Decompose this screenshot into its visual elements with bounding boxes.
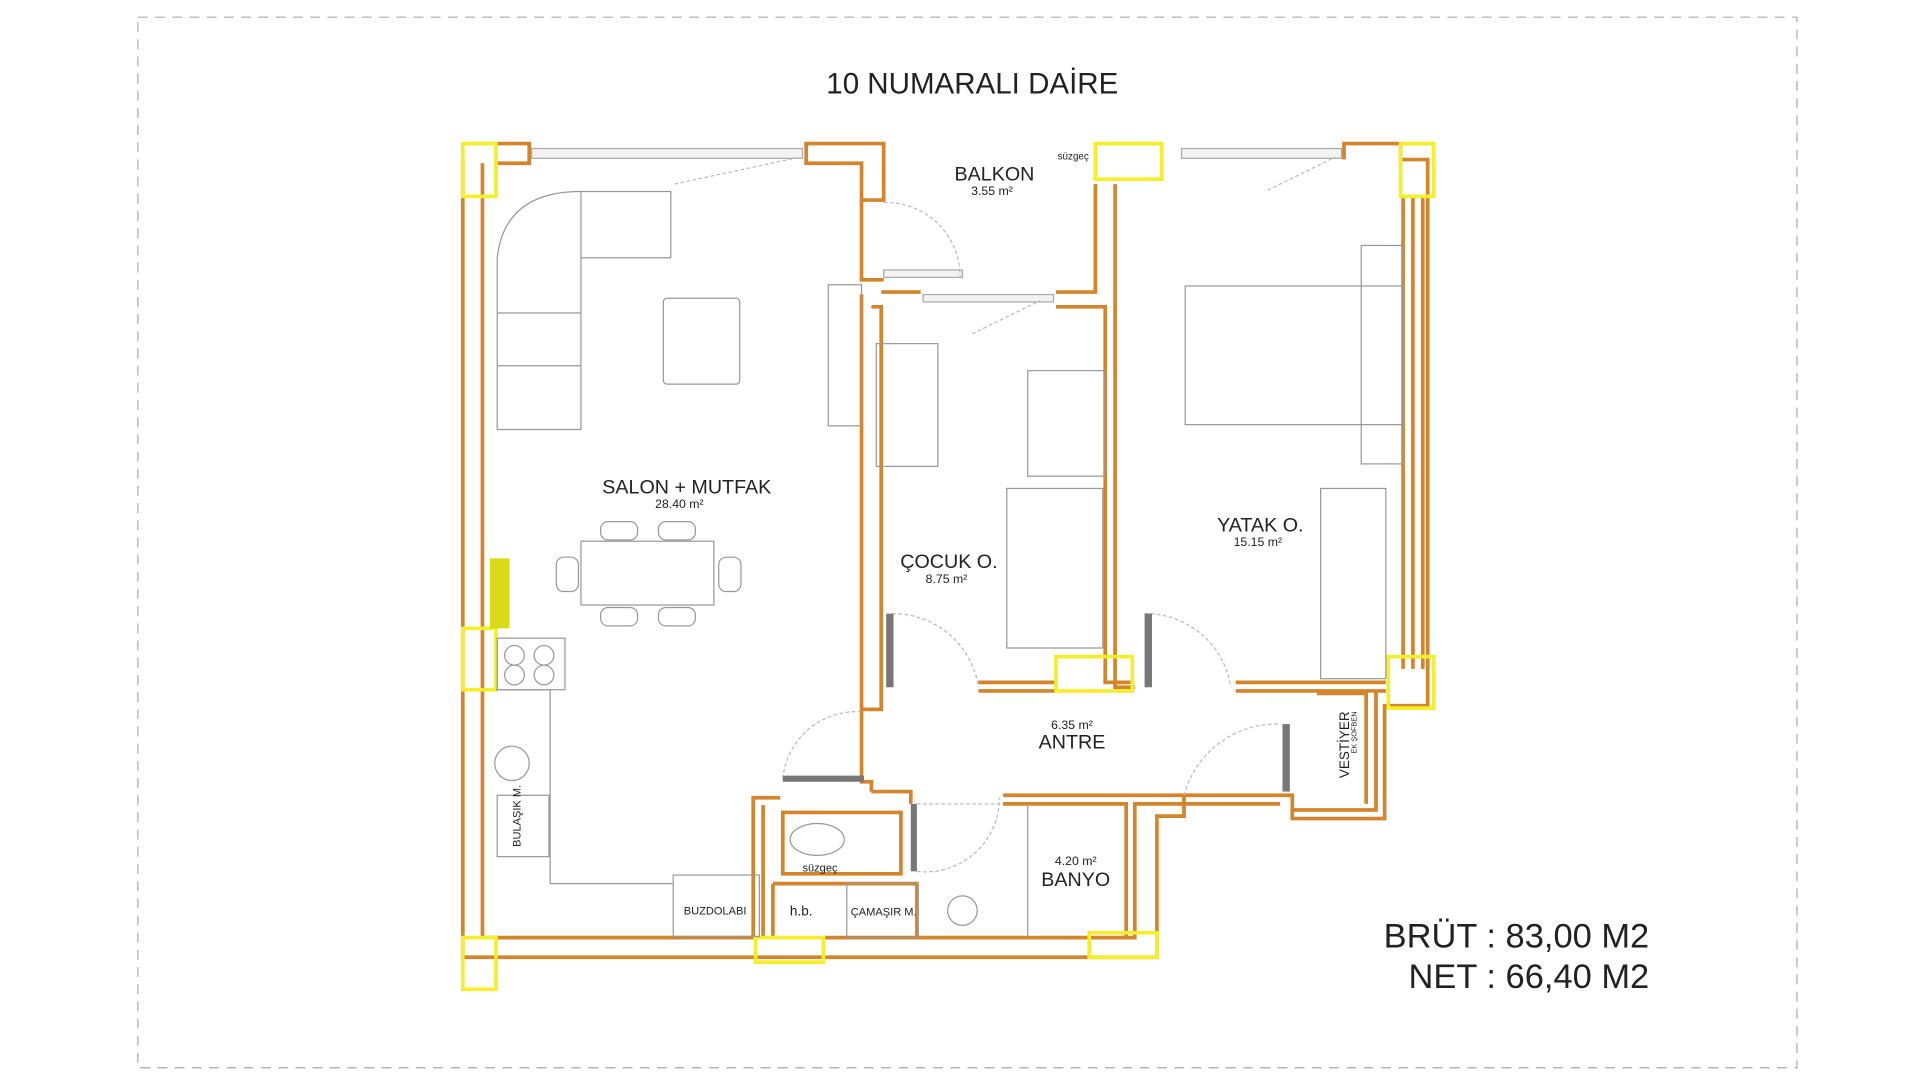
room-area: 28.40 m² [655, 497, 704, 511]
ek-sofben-label: EK ŞOFBEN [1349, 711, 1358, 753]
net-area: NET : 66,40 M2 [1409, 958, 1650, 996]
room-banyo: 4.20 m² BANYO [1041, 854, 1110, 891]
room-balkon: BALKON 3.55 m² [955, 163, 1035, 198]
camasir-label: ÇAMAŞIR M. [851, 907, 917, 919]
room-name: SALON + MUTFAK [602, 476, 771, 498]
room-area: 3.55 m² [971, 184, 1013, 198]
doors [782, 201, 1290, 873]
vestiyer-label: VESTİYER [1337, 711, 1352, 778]
room-area: 4.20 m² [1055, 854, 1097, 868]
columns [460, 141, 1436, 992]
room-cocuk: ÇOCUK O. 8.75 m² [900, 551, 997, 586]
room-area: 15.15 m² [1234, 535, 1283, 549]
room-area: 8.75 m² [926, 572, 968, 586]
windows [531, 147, 1343, 335]
suzgec-wc-label: süzgeç [802, 862, 838, 874]
room-name: BANYO [1041, 869, 1110, 891]
buzdolabi-label: BUZDOLABI [684, 905, 747, 917]
room-area: 6.35 m² [1051, 718, 1093, 732]
room-salon: SALON + MUTFAK 28.40 m² [602, 476, 771, 511]
brut-area: BRÜT : 83,00 M2 [1384, 917, 1650, 955]
room-name: ANTRE [1039, 732, 1106, 754]
room-yatak: YATAK O. 15.15 m² [1217, 514, 1303, 549]
bulasik-label: BULAŞIK M. [512, 785, 524, 847]
suzgec-balkon-label: süzgeç [1058, 152, 1089, 163]
plan-title: 10 NUMARALI DAİRE [826, 67, 1118, 100]
room-name: YATAK O. [1217, 514, 1303, 536]
area-totals: BRÜT : 83,00 M2 NET : 66,40 M2 [1384, 917, 1650, 995]
furniture [489, 190, 1404, 939]
room-name: ÇOCUK O. [900, 551, 997, 573]
room-antre: 6.35 m² ANTRE [1039, 718, 1106, 754]
hb-label: h.b. [790, 904, 813, 919]
room-name: BALKON [955, 163, 1035, 185]
sheet-border [137, 16, 1798, 1069]
